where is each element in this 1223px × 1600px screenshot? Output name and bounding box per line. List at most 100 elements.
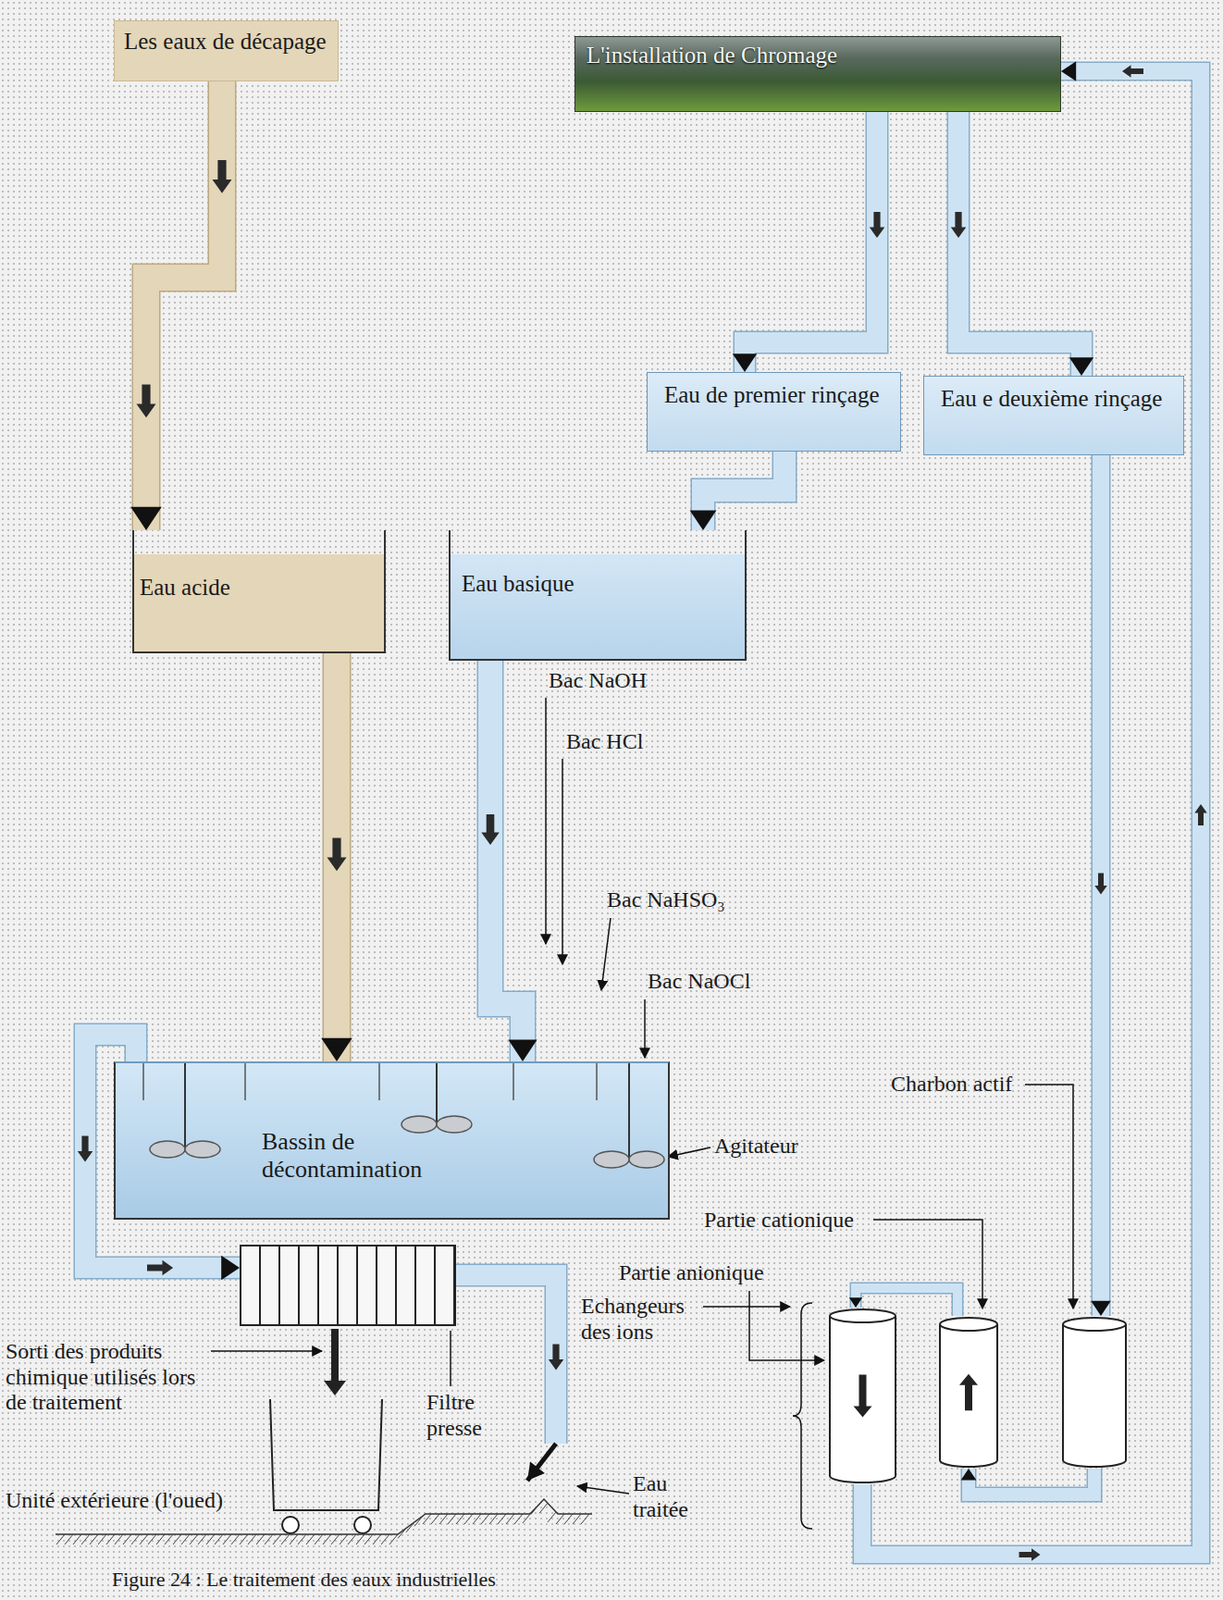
ground-hatch xyxy=(331,1533,340,1545)
pipe-outline xyxy=(968,1468,1095,1495)
pipe-outline xyxy=(855,1287,958,1316)
ground-hatch xyxy=(580,1513,590,1524)
ground-hatch xyxy=(514,1513,523,1524)
leader-line xyxy=(1025,1084,1074,1309)
pipe-body xyxy=(323,653,350,1062)
ground-hatch xyxy=(239,1533,248,1545)
flow-arrow xyxy=(959,1373,978,1411)
label-holder: Eau traitée xyxy=(632,1470,709,1522)
ground-hatch xyxy=(572,1513,581,1524)
agitator-blade xyxy=(185,1140,221,1158)
agitator-blade xyxy=(593,1150,630,1168)
cart-wheel xyxy=(282,1516,299,1533)
pipe-body xyxy=(744,111,878,372)
label-holder: Echangeurs des ions xyxy=(580,1293,702,1345)
arrow-head xyxy=(961,1468,977,1481)
flow-arrow xyxy=(212,160,233,194)
node-illustration xyxy=(115,1062,672,1222)
ground-hatch xyxy=(206,1533,215,1545)
pipe-connector xyxy=(862,61,1208,1561)
dosing-line xyxy=(601,917,611,990)
ground-hatch xyxy=(497,1513,507,1524)
basin-baffle xyxy=(595,1062,598,1100)
ground-hatch xyxy=(314,1533,323,1545)
ground-hatch xyxy=(131,1533,140,1545)
ground-hatch xyxy=(181,1533,190,1545)
ground-hatch xyxy=(406,1521,415,1532)
ground-hatch xyxy=(197,1533,207,1545)
flow-arrow xyxy=(853,1374,873,1418)
node-illustration xyxy=(827,1307,898,1484)
ground-hatch xyxy=(431,1513,440,1524)
ion-column: Partie anionique xyxy=(827,1307,898,1484)
pipe-connector xyxy=(951,111,1094,376)
ground-hatch xyxy=(189,1533,198,1545)
node-text: Charbon actif xyxy=(890,1071,1013,1098)
chemical-tank-label: Bac NaOCl xyxy=(647,968,751,995)
ground-hatch xyxy=(372,1533,382,1545)
pipe-outline xyxy=(958,111,1082,376)
ground-hatch xyxy=(397,1527,407,1538)
dosing-line xyxy=(544,697,547,944)
ground-hatch xyxy=(64,1533,74,1545)
sludge-arrow xyxy=(331,1328,339,1383)
node-text: Filtre presse xyxy=(426,1389,503,1441)
flow-arrow xyxy=(1019,1547,1041,1561)
pipe-body xyxy=(862,71,1201,1555)
pipe-connector xyxy=(961,1468,1095,1495)
basin-baffle xyxy=(512,1062,515,1100)
pipe-body xyxy=(146,81,223,531)
treatment-basin: Bassin de décontamination xyxy=(113,1061,670,1220)
label-holder: Bac NaOCl xyxy=(647,968,751,995)
label-holder: Agitateur xyxy=(714,1133,799,1160)
ground-hatch xyxy=(156,1533,165,1545)
ground-hatch xyxy=(464,1513,473,1524)
pipe-connector xyxy=(732,111,886,372)
river-ground: Unité extérieure (l'oued) xyxy=(0,1480,593,1564)
ground-hatch xyxy=(297,1533,307,1545)
flow-arrow xyxy=(951,211,967,238)
ground-hatch xyxy=(164,1533,173,1545)
flow-arrow xyxy=(1122,64,1144,78)
dosing-line xyxy=(643,999,646,1058)
ground-hatch xyxy=(281,1533,290,1545)
pipe-connector xyxy=(321,653,353,1062)
ground-hatch xyxy=(547,1511,556,1522)
pipe-connector xyxy=(1090,455,1112,1316)
pipe-connector xyxy=(690,451,785,531)
pipe-outline xyxy=(322,653,352,1062)
chemical-tank-label: Bac NaOH xyxy=(548,667,647,694)
node-illustration xyxy=(938,1315,1000,1469)
carbon-column: Charbon actif xyxy=(1061,1315,1128,1469)
cart-wheel xyxy=(354,1516,371,1533)
node-illustration xyxy=(1061,1315,1128,1469)
ground-hatch xyxy=(381,1533,390,1545)
ground-hatch xyxy=(247,1533,257,1545)
ground-hatch xyxy=(214,1533,223,1545)
column-top xyxy=(829,1309,896,1322)
label-holder: Bac NaHSO₃ xyxy=(606,887,726,914)
group-label: Echangeurs des ions xyxy=(580,1293,702,1345)
agitator-shaft xyxy=(184,1062,186,1149)
group-bracket xyxy=(792,1302,813,1529)
ground-hatch xyxy=(123,1533,132,1545)
arrow-head xyxy=(732,353,757,372)
pipe-body xyxy=(490,660,523,1062)
pipe-outline xyxy=(862,71,1201,1555)
flow-arrow xyxy=(548,1344,565,1371)
arrow-head xyxy=(221,1255,240,1280)
filter-press: Filtre presse xyxy=(239,1244,457,1326)
flow-arrow xyxy=(1194,803,1208,826)
pipe-connector xyxy=(456,1274,564,1481)
leader-line xyxy=(577,1485,630,1494)
ground-hatch xyxy=(522,1512,532,1523)
pipe-body xyxy=(958,111,1082,376)
label-holder: Bac NaOH xyxy=(548,667,647,694)
flow-arrow xyxy=(327,838,347,872)
flow-arrow xyxy=(869,211,886,238)
node-text: L'installation de Chromage xyxy=(586,42,838,70)
node-text: Eau basique xyxy=(461,570,736,598)
chemical-tank-label: Bac HCl xyxy=(566,728,643,755)
